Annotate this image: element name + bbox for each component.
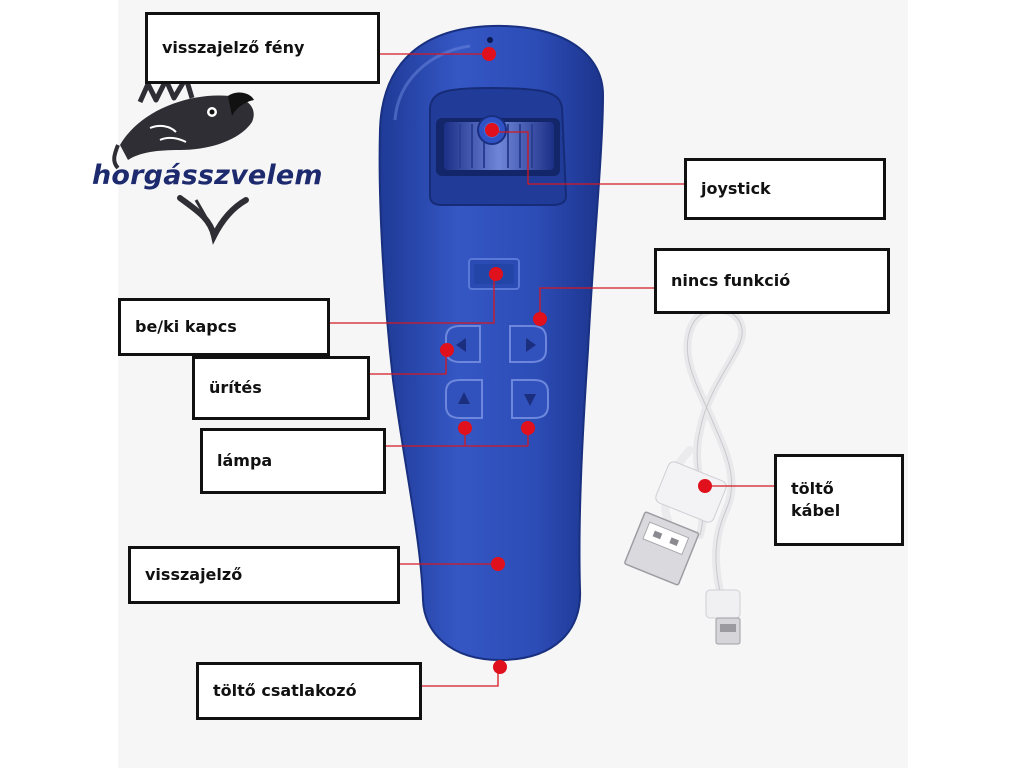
usb-cable-icon — [624, 305, 747, 645]
label-lamp: lámpa — [200, 428, 386, 494]
marker-dot-empty — [440, 343, 454, 357]
marker-dot-cable — [698, 479, 712, 493]
marker-dot-indicator-light — [482, 47, 496, 61]
marker-dot-indicator — [491, 557, 505, 571]
label-on-off-switch: be/ki kapcs — [118, 298, 330, 356]
marker-dot-joystick — [485, 123, 499, 137]
marker-dot-lamp-right — [521, 421, 535, 435]
label-charging-cable: töltő kábel — [774, 454, 904, 546]
marker-dot-no-function — [533, 312, 547, 326]
arrow-up-icon[interactable] — [445, 379, 483, 419]
label-empty: ürítés — [192, 356, 370, 420]
label-joystick: joystick — [684, 158, 886, 220]
arrow-right-icon[interactable] — [509, 325, 547, 363]
marker-dot-lamp-left — [458, 421, 472, 435]
brand-logo-text: horgásszvelem — [92, 160, 323, 191]
label-indicator-light: visszajelző fény — [145, 12, 380, 84]
marker-dots — [440, 47, 712, 674]
arrow-down-icon[interactable] — [511, 379, 549, 419]
marker-dot-power — [489, 267, 503, 281]
arrow-left-icon[interactable] — [445, 325, 481, 363]
leader-lines — [328, 53, 776, 687]
label-charging-connector: töltő csatlakozó — [196, 662, 422, 720]
label-no-function: nincs funkció — [654, 248, 890, 314]
marker-dot-connector — [493, 660, 507, 674]
label-indicator: visszajelző — [128, 546, 400, 604]
fish-logo-icon — [112, 75, 254, 245]
